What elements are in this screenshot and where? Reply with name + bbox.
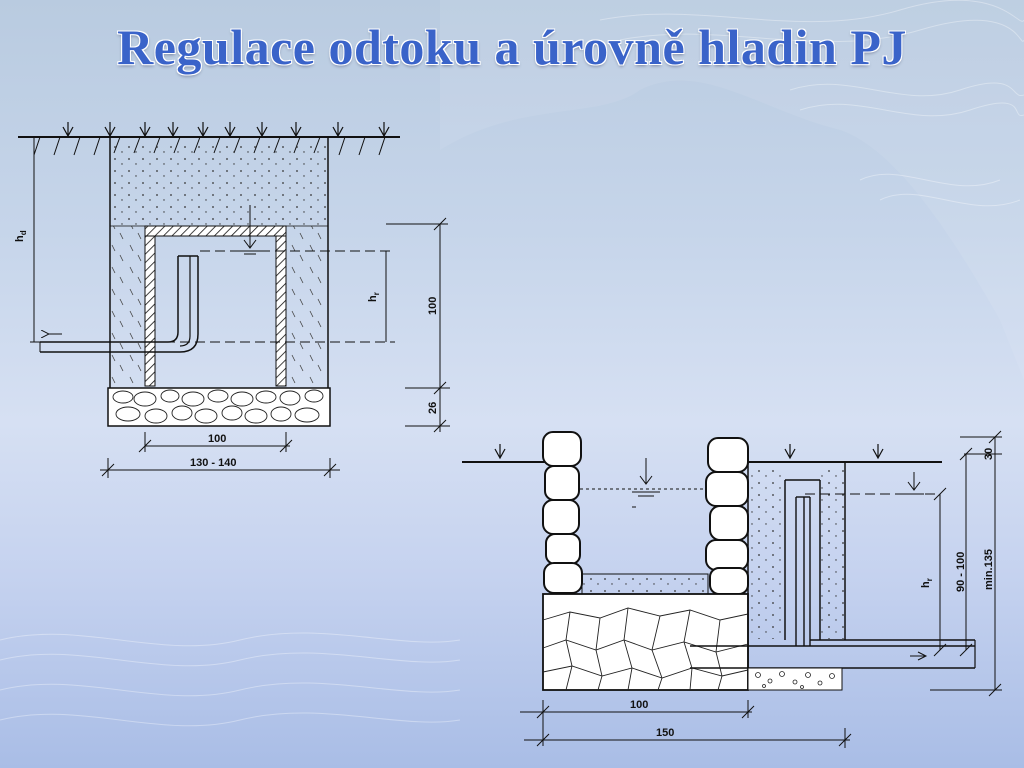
dim-30: 30: [983, 448, 995, 460]
dim-130-140: 130 - 140: [190, 457, 236, 469]
slide-title: Regulace odtoku a úrovně hladin PJ: [117, 19, 907, 75]
left-drawing: hd hr 100 26 100 130 - 140: [14, 122, 450, 478]
dim-26: 26: [427, 402, 439, 414]
dim-150: 150: [656, 727, 674, 739]
label-hd: hd: [14, 230, 28, 242]
dim-min135: min.135: [983, 549, 995, 590]
dim-100-horizontal: 100: [208, 433, 226, 445]
label-hr: hr: [367, 292, 381, 302]
label-hr-right: hr: [920, 578, 934, 588]
dim-100-vertical: 100: [427, 297, 439, 315]
dim-100-right: 100: [630, 699, 648, 711]
dim-90-100: 90 - 100: [955, 552, 967, 592]
right-drawing: hr 30 90 - 100 min.135 100 150: [462, 430, 1002, 748]
